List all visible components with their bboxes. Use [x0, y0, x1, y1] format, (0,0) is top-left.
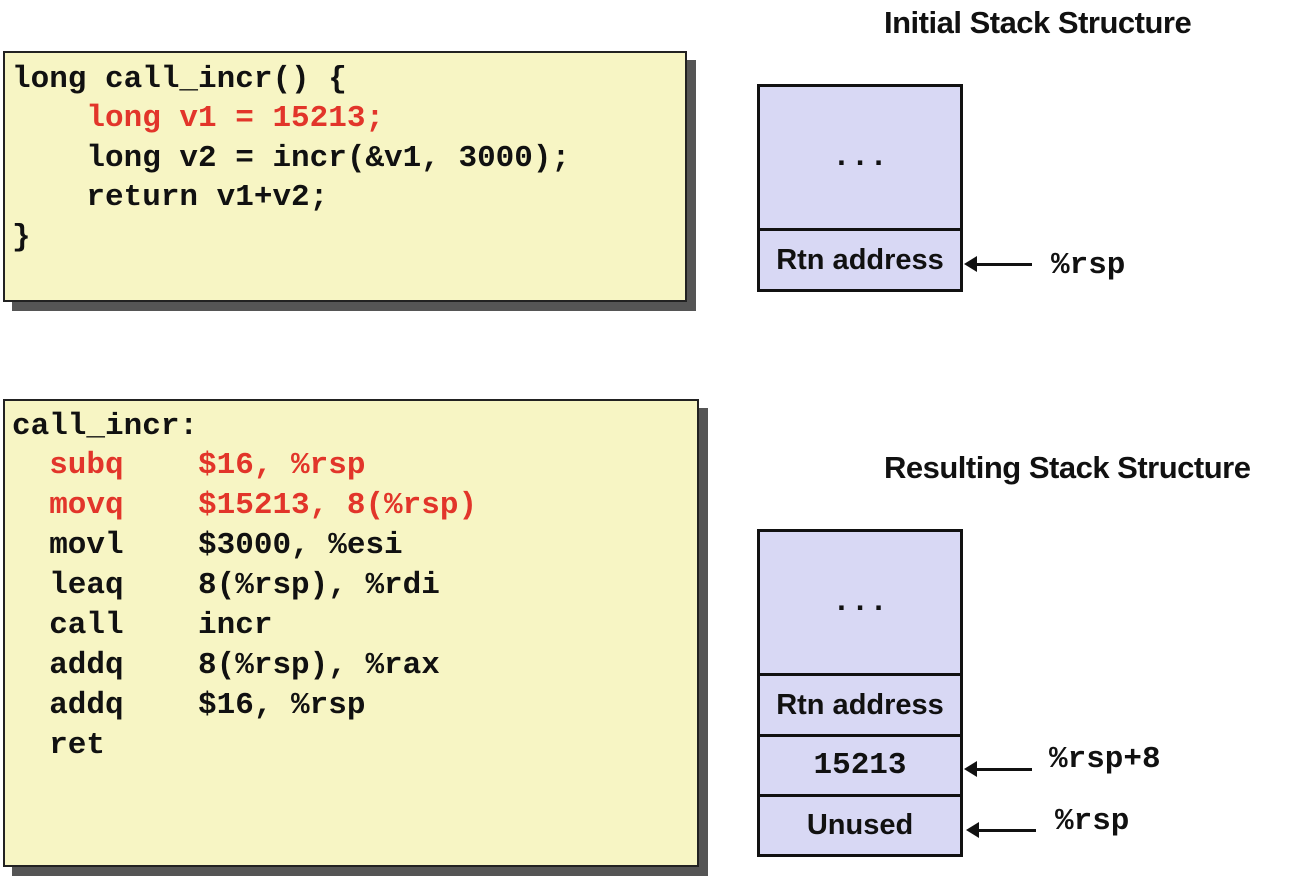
- asm-code-box: call_incr: subq $16, %rsp movq $15213, 8…: [3, 399, 699, 867]
- stack-cell-return-address: Rtn address: [757, 673, 963, 737]
- rsp-plus-8-pointer-label: %rsp+8: [1049, 742, 1161, 777]
- rsp-pointer-arrow: [964, 256, 1032, 272]
- stack-cell-ellipsis: ...: [757, 529, 963, 676]
- stack-cell-value: 15213: [757, 734, 963, 797]
- asm-code-line: ret: [12, 728, 106, 763]
- rsp-pointer-arrow: [966, 822, 1036, 838]
- asm-code-line: leaq 8(%rsp), %rdi: [12, 568, 440, 603]
- rsp-pointer-label: %rsp: [1051, 248, 1126, 283]
- initial-stack-title: Initial Stack Structure: [884, 5, 1192, 40]
- c-code-line: long call_incr() {: [12, 62, 347, 97]
- resulting-stack: ... Rtn address 15213 Unused: [757, 529, 963, 857]
- stack-cell-unused: Unused: [757, 794, 963, 857]
- c-code-box: long call_incr() { long v1 = 15213; long…: [3, 51, 687, 302]
- stack-cell-ellipsis: ...: [757, 84, 963, 231]
- asm-code-line: call incr: [12, 608, 273, 643]
- initial-stack: ... Rtn address: [757, 84, 963, 292]
- resulting-stack-title: Resulting Stack Structure: [884, 450, 1251, 485]
- asm-code-line: call_incr:: [12, 409, 199, 444]
- rsp-plus-8-pointer-arrow: [964, 761, 1032, 777]
- stack-cell-return-address: Rtn address: [757, 228, 963, 292]
- asm-code-line: movl $3000, %esi: [12, 528, 403, 563]
- c-code-line-highlighted: long v1 = 15213;: [12, 101, 385, 136]
- asm-code-line: addq $16, %rsp: [12, 688, 366, 723]
- c-code-line: return v1+v2;: [12, 180, 329, 215]
- asm-code-line-highlighted: subq $16, %rsp: [12, 448, 366, 483]
- c-code-line: long v2 = incr(&v1, 3000);: [12, 141, 571, 176]
- c-code-line: }: [12, 220, 31, 255]
- asm-code-line-highlighted: movq $15213, 8(%rsp): [12, 488, 478, 523]
- rsp-pointer-label: %rsp: [1055, 804, 1130, 839]
- asm-code-line: addq 8(%rsp), %rax: [12, 648, 440, 683]
